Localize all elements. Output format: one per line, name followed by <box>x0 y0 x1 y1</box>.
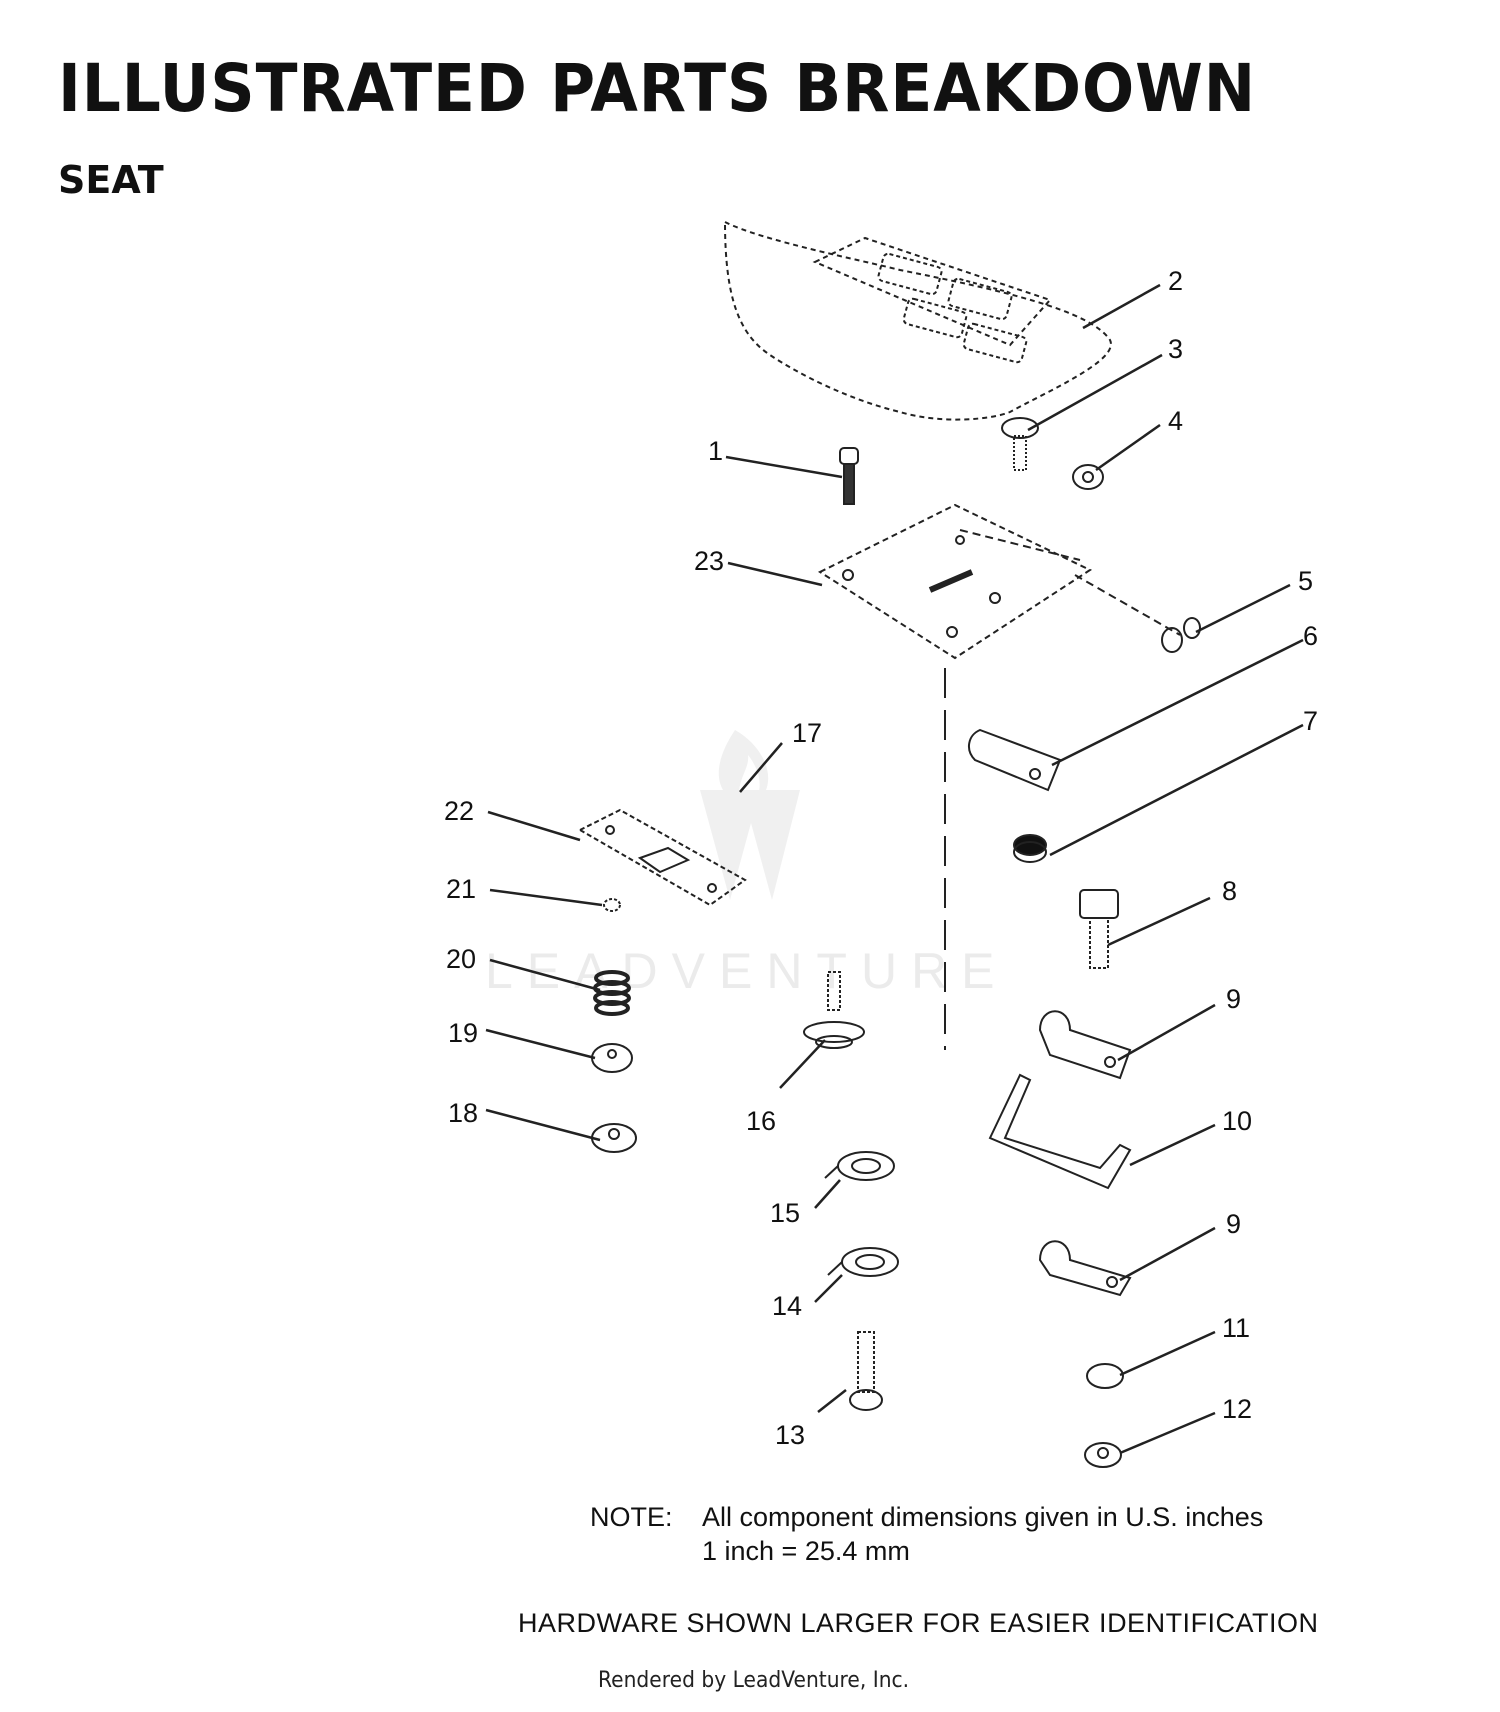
callout-22: 22 <box>444 796 474 826</box>
callout-labels: 1 2 3 4 5 6 7 8 9 10 9 11 12 13 14 15 16… <box>444 266 1318 1450</box>
callout-14: 14 <box>772 1291 802 1321</box>
clip-lower-part <box>827 1247 899 1277</box>
callout-20: 20 <box>446 944 476 974</box>
seat-plate-part <box>817 503 1181 660</box>
dimension-note: NOTE: All component dimensions given in U… <box>590 1500 1263 1568</box>
seat-part <box>723 220 1112 421</box>
footer-credit: Rendered by LeadVenture, Inc. <box>598 1668 910 1693</box>
callout-17: 17 <box>792 718 822 748</box>
cup-washer-part <box>591 1043 633 1073</box>
mounting-bracket-part <box>988 1073 1132 1190</box>
callout-16: 16 <box>746 1106 776 1136</box>
callout-7: 7 <box>1303 706 1318 736</box>
note-line-2: 1 inch = 25.4 mm <box>702 1536 910 1566</box>
callout-2: 2 <box>1168 266 1183 296</box>
note-label: NOTE: <box>590 1502 673 1532</box>
watermark-flame <box>718 730 769 805</box>
bracket-part <box>968 728 1062 792</box>
callout-13: 13 <box>775 1420 805 1450</box>
nut-part <box>1072 464 1104 490</box>
callout-15: 15 <box>770 1198 800 1228</box>
clip-part <box>824 1151 895 1181</box>
hardware-note: HARDWARE SHOWN LARGER FOR EASIER IDENTIF… <box>518 1608 1319 1638</box>
carriage-bolt-part <box>1001 417 1039 471</box>
clamp-lower-part <box>1038 1240 1132 1297</box>
callout-21: 21 <box>446 874 476 904</box>
slide-plate-part <box>577 808 747 907</box>
note-line-1: All component dimensions given in U.S. i… <box>702 1502 1264 1532</box>
lock-nut-part <box>1084 1442 1122 1468</box>
watermark: LEADVENTURE <box>485 730 1009 999</box>
clamp-upper-part <box>1038 1010 1132 1080</box>
callout-10: 10 <box>1222 1106 1252 1136</box>
callout-11: 11 <box>1222 1313 1250 1343</box>
washer-part <box>1086 1363 1124 1389</box>
small-washer-part <box>603 898 621 912</box>
bolt-part <box>839 447 859 505</box>
leader-lines <box>485 283 1304 1455</box>
callout-18: 18 <box>448 1098 478 1128</box>
callout-9-upper: 9 <box>1226 984 1241 1014</box>
pin-part <box>1161 617 1201 653</box>
flange-nut-part <box>591 1123 637 1153</box>
spring-part <box>593 970 631 1016</box>
section-title: SEAT <box>58 158 164 202</box>
callout-12: 12 <box>1222 1394 1252 1424</box>
callout-3: 3 <box>1168 334 1183 364</box>
watermark-text: LEADVENTURE <box>485 943 1009 999</box>
callout-4: 4 <box>1168 406 1183 436</box>
stud-part <box>803 971 865 1049</box>
callout-5: 5 <box>1298 566 1313 596</box>
callout-19: 19 <box>448 1018 478 1048</box>
hex-bolt-part <box>1079 889 1119 969</box>
callout-6: 6 <box>1303 621 1318 651</box>
shoulder-bolt-part <box>849 1331 883 1411</box>
callout-23: 23 <box>694 546 724 576</box>
callout-8: 8 <box>1222 876 1237 906</box>
grommet-part <box>1013 834 1047 863</box>
callout-1: 1 <box>708 436 723 466</box>
page-title: ILLUSTRATED PARTS BREAKDOWN <box>58 50 1257 127</box>
callout-9-lower: 9 <box>1226 1209 1241 1239</box>
watermark-logo <box>700 790 800 900</box>
